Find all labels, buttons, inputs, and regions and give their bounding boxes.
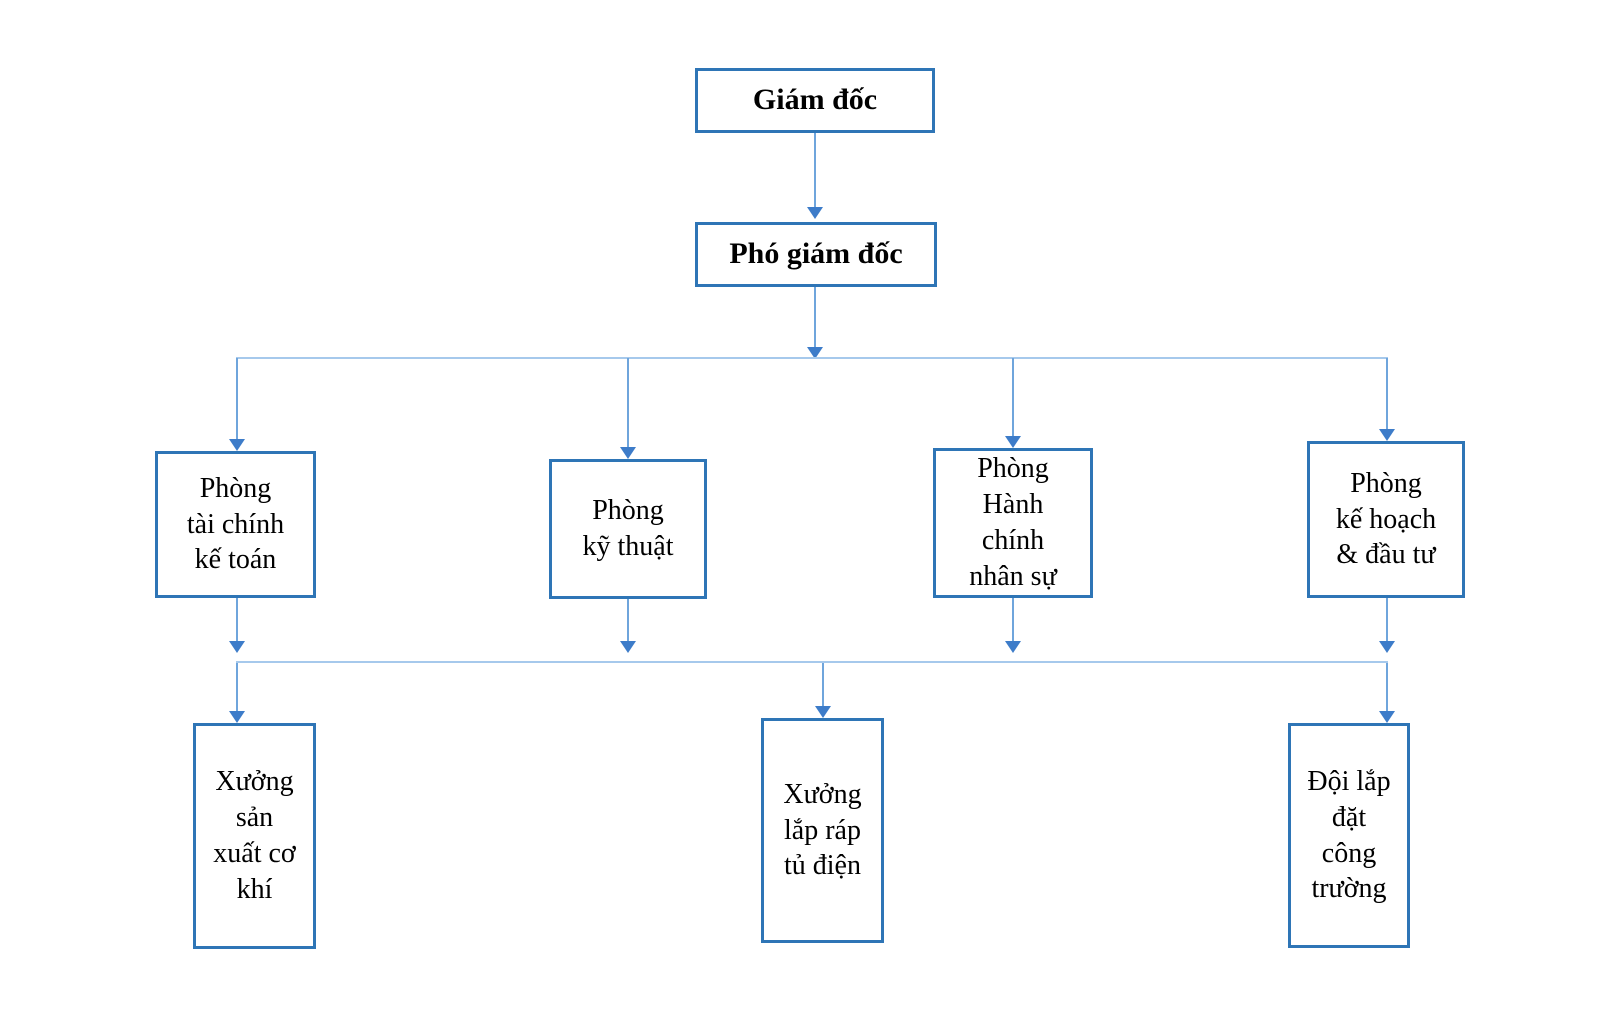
node-label-hr-admin: Phòng Hành chính nhân sự — [969, 453, 1057, 592]
connector-rail2-mechanical — [236, 663, 238, 712]
connector-finance-rail2 — [236, 598, 238, 642]
node-site-installation-team: Đội lắp đặt công trường — [1288, 723, 1410, 948]
connector-technical-rail2 — [627, 599, 629, 642]
connector-planning-rail2 — [1386, 598, 1388, 642]
arrowhead-hr-admin-into-rail2 — [1005, 641, 1021, 653]
arrowhead-technical-into-rail2 — [620, 641, 636, 653]
node-label-site-installation-team: Đội lắp đặt công trường — [1307, 765, 1391, 905]
connector-rail-planning — [1386, 358, 1388, 430]
node-label-deputy-director: Phó giám đốc — [729, 237, 903, 271]
connector-rail-finance — [236, 358, 238, 440]
arrowhead-into-planning — [1379, 429, 1395, 441]
node-label-planning: Phòng kế hoạch & đầu tư — [1335, 467, 1437, 571]
node-hr-admin: Phòng Hành chính nhân sự — [933, 448, 1093, 598]
connector-rail2-site — [1386, 663, 1388, 712]
node-director: Giám đốc — [695, 68, 935, 133]
rail-level4 — [236, 661, 1388, 663]
connector-rail-technical — [627, 358, 629, 448]
arrowhead-into-site — [1379, 711, 1395, 723]
arrowhead-into-technical — [620, 447, 636, 459]
arrowhead-into-hr-admin — [1005, 436, 1021, 448]
connector-deputy-rail — [814, 287, 816, 349]
node-label-finance: Phòng tài chính kế toán — [186, 472, 285, 576]
node-label-mechanical-workshop: Xưởng sản xuất cơ khí — [213, 766, 296, 905]
arrowhead-into-rail1 — [807, 347, 823, 359]
arrowhead-into-mechanical — [229, 711, 245, 723]
node-label-director: Giám đốc — [752, 83, 878, 117]
node-label-technical: Phòng kỹ thuật — [582, 495, 674, 562]
node-mechanical-workshop: Xưởng sản xuất cơ khí — [193, 723, 316, 949]
connector-director-deputy — [814, 133, 816, 209]
rail-level3 — [236, 357, 1388, 359]
arrowhead-into-finance — [229, 439, 245, 451]
arrowhead-planning-into-rail2 — [1379, 641, 1395, 653]
node-finance: Phòng tài chính kế toán — [155, 451, 316, 598]
node-technical: Phòng kỹ thuật — [549, 459, 707, 599]
node-deputy-director: Phó giám đốc — [695, 222, 937, 287]
node-cabinet-assembly-workshop: Xưởng lắp ráp tủ điện — [761, 718, 884, 943]
node-label-cabinet-assembly-workshop: Xưởng lắp ráp tủ điện — [783, 778, 862, 882]
arrowhead-finance-into-rail2 — [229, 641, 245, 653]
connector-hr-admin-rail2 — [1012, 598, 1014, 642]
node-planning: Phòng kế hoạch & đầu tư — [1307, 441, 1465, 598]
arrowhead-into-cabinet — [815, 706, 831, 718]
arrowhead-into-deputy — [807, 207, 823, 219]
connector-rail-hr-admin — [1012, 358, 1014, 437]
connector-rail2-cabinet — [822, 663, 824, 707]
